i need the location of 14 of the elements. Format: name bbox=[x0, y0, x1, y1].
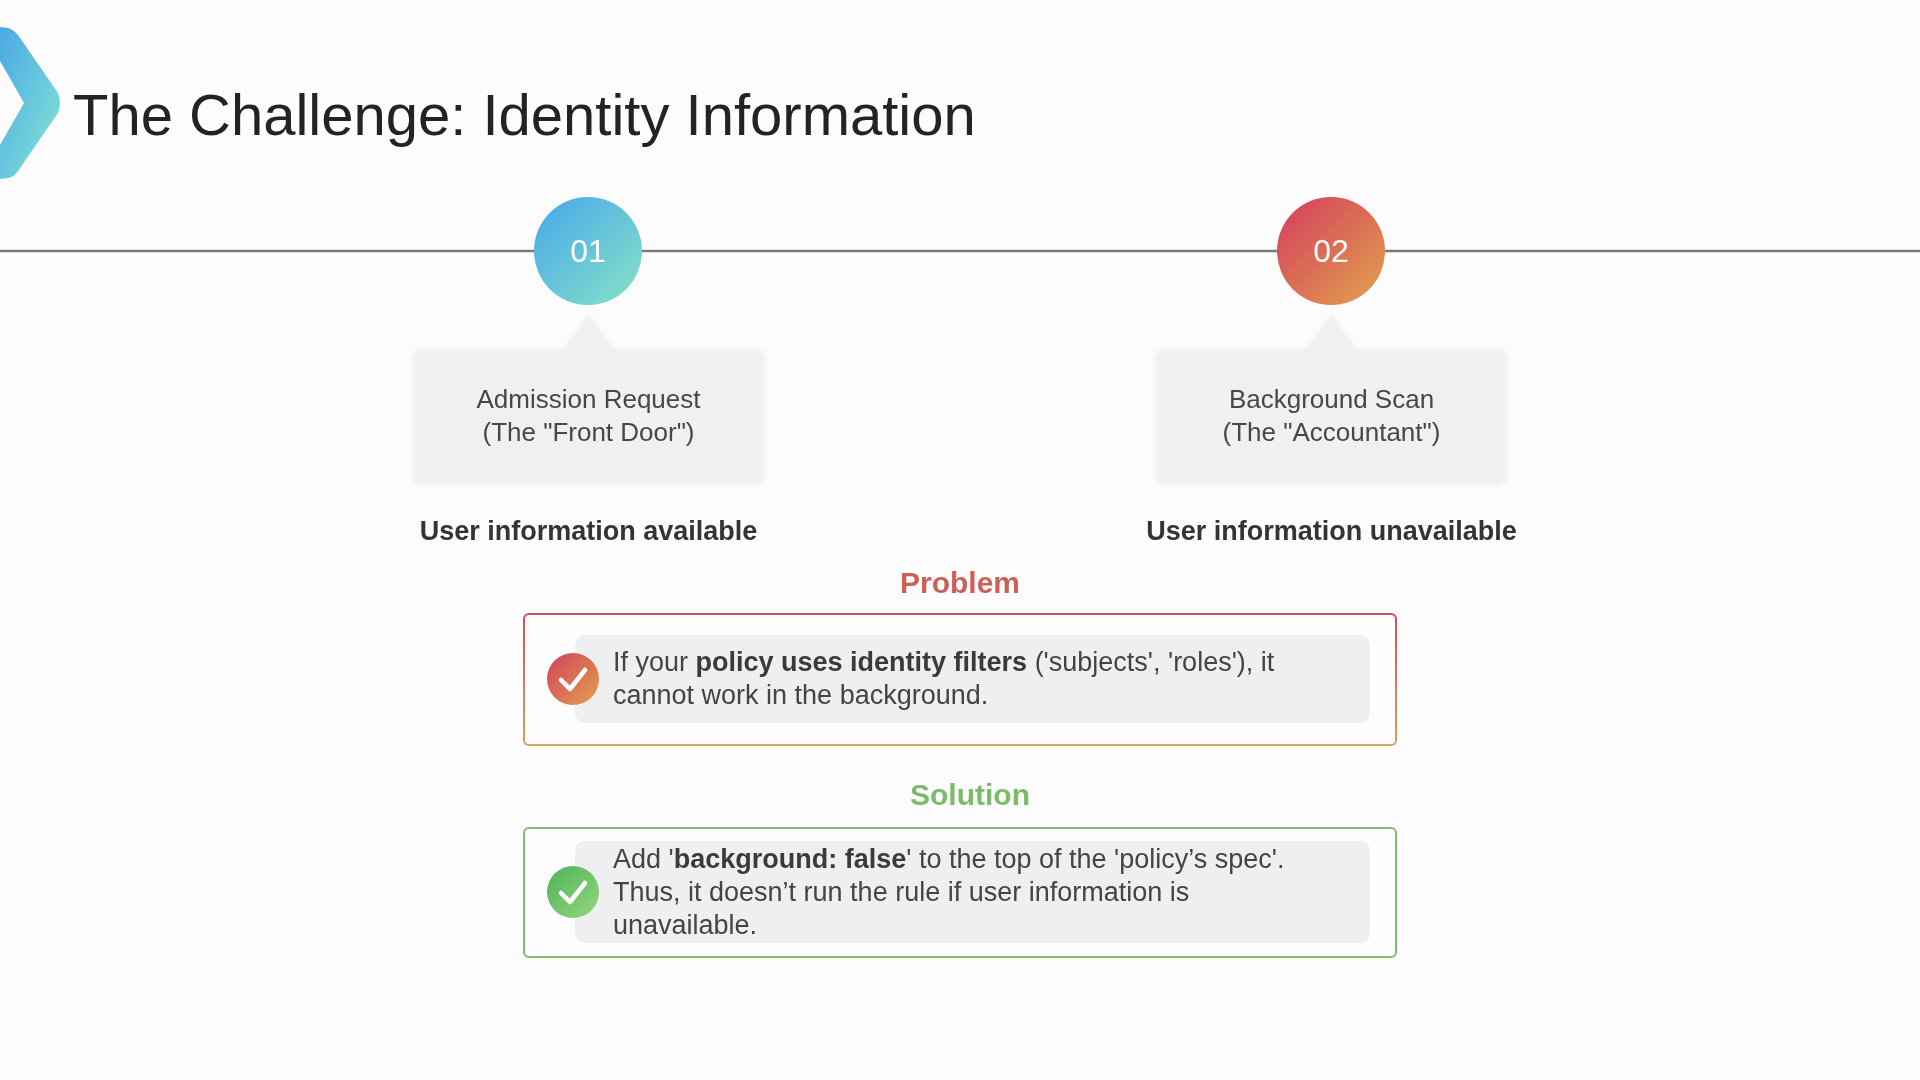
callout-text: Background Scan (The "Accountant") bbox=[1221, 383, 1442, 449]
timeline-line bbox=[0, 249, 534, 253]
timeline-line bbox=[642, 249, 1277, 253]
callout-text: Admission Request (The "Front Door") bbox=[475, 383, 702, 449]
section-heading: Problem bbox=[899, 565, 1021, 601]
slide-title: The Challenge: Identity Information bbox=[73, 81, 976, 149]
timeline-line bbox=[1385, 249, 1920, 253]
solution-text: Add 'background: false' to the top of the 'policy’s spec'. Thus, it doesn’t run the rule if user information is unavailable. bbox=[613, 842, 1286, 942]
status-caption: User information unavailable bbox=[1145, 515, 1518, 548]
step-number-circle: 02 bbox=[1277, 197, 1385, 305]
section-heading: Solution bbox=[909, 777, 1031, 813]
status-caption: User information available bbox=[418, 515, 759, 548]
step-number-circle: 01 bbox=[534, 197, 642, 305]
problem-text: If your policy uses identity filters ('subjects', 'roles'), it cannot work in the background. bbox=[613, 646, 1276, 712]
